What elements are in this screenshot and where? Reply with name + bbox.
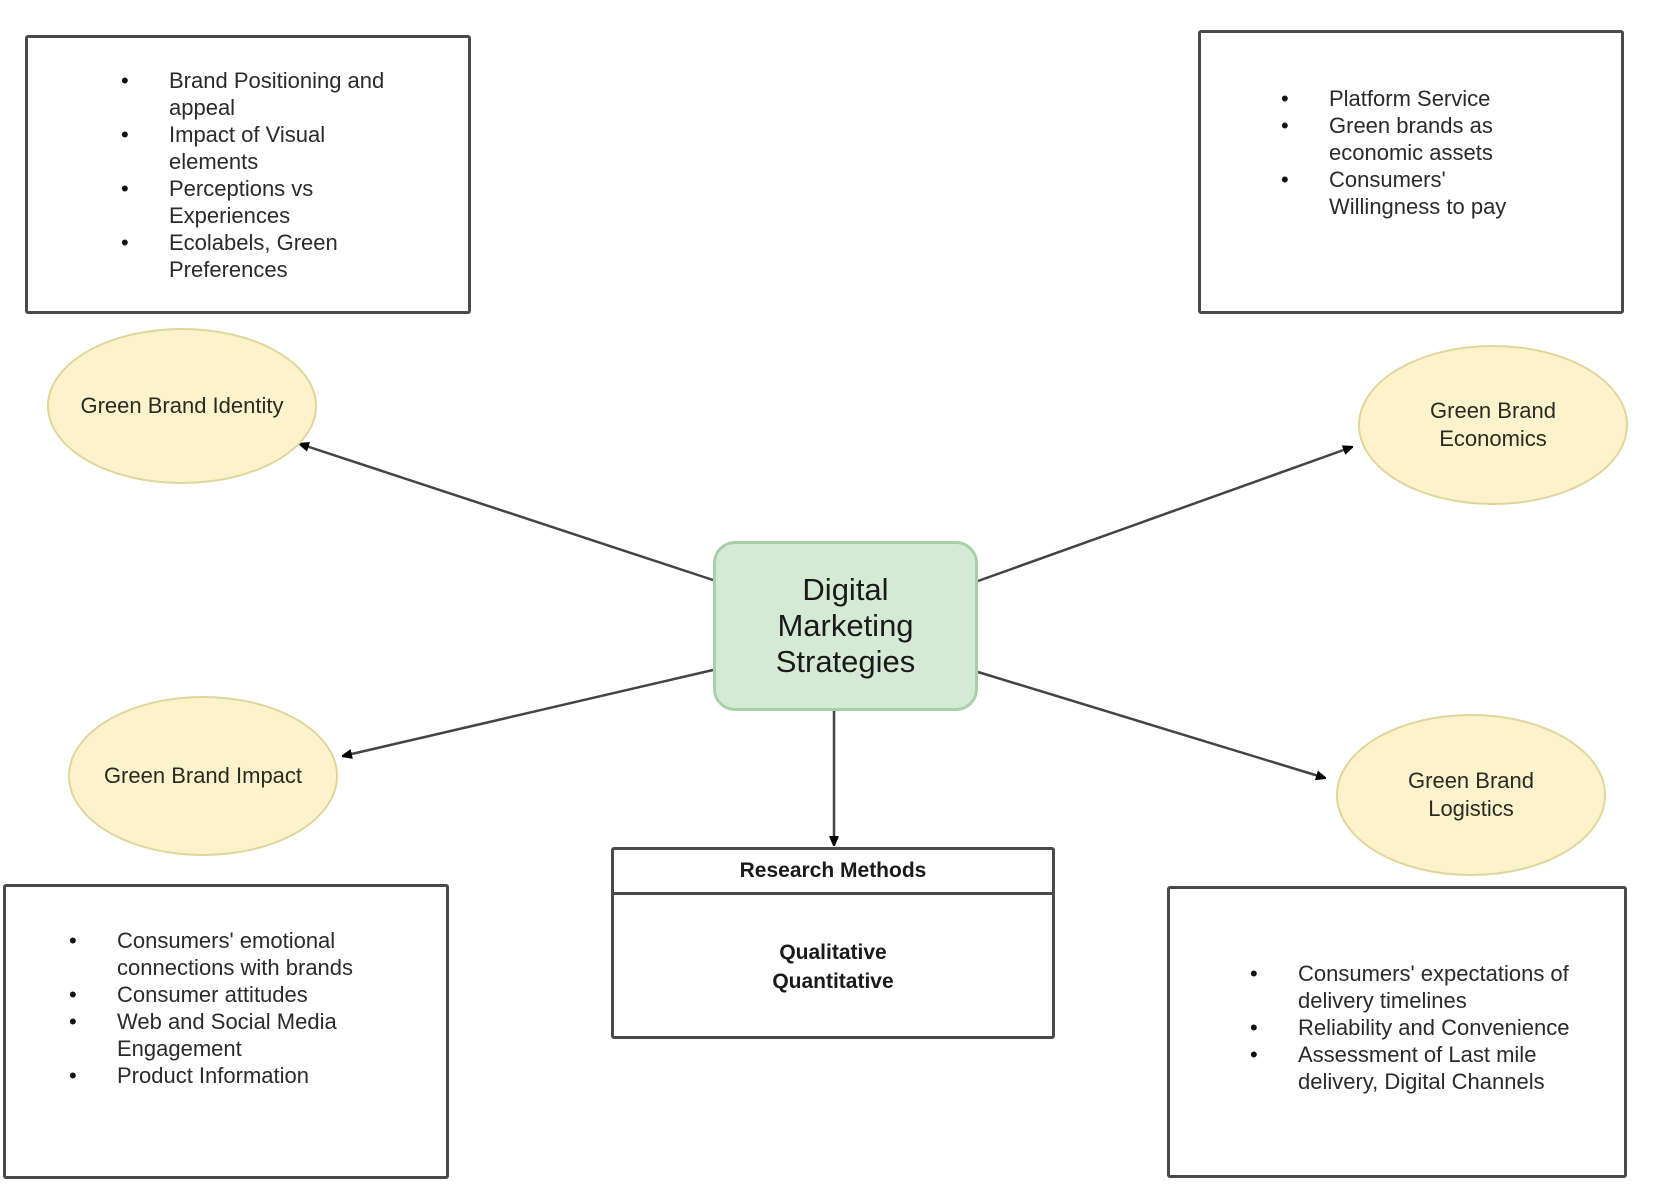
- node-green-brand-logistics: Green Brand Logistics: [1336, 714, 1606, 876]
- list-item: Consumers' emotional connections with br…: [69, 927, 417, 981]
- impact-details-box: Consumers' emotional connections with br…: [3, 884, 449, 1179]
- list-item: Consumer attitudes: [69, 981, 417, 1008]
- list-item: Consumers' Willingness to pay: [1281, 166, 1559, 220]
- arrow-to-economics: [977, 447, 1352, 583]
- list-item: Product Information: [69, 1062, 417, 1089]
- list-item: Reliability and Convenience: [1250, 1014, 1643, 1041]
- list-item: Ecolabels, Green Preferences: [121, 229, 389, 283]
- node-green-brand-identity: Green Brand Identity: [47, 328, 317, 484]
- method-qualitative: Qualitative: [779, 941, 887, 964]
- node-label: Green Brand Logistics: [1408, 768, 1534, 821]
- node-label: Green Brand Impact: [103, 763, 303, 788]
- node-label: Green Brand Identity: [80, 393, 284, 418]
- list-item: Green brands as economic assets: [1281, 112, 1549, 166]
- list-item: Consumers' expectations of delivery time…: [1250, 960, 1643, 1014]
- research-methods-box: Research Methods Qualitative Quantitativ…: [611, 847, 1055, 1039]
- center-node-label: Digital Marketing Strategies: [775, 572, 916, 679]
- economics-details-box: Platform Service Green brands as economi…: [1198, 30, 1624, 314]
- node-green-brand-economics: Green Brand Economics: [1358, 345, 1628, 505]
- research-methods-body: Qualitative Quantitative: [614, 895, 1052, 1039]
- method-quantitative: Quantitative: [772, 970, 894, 993]
- impact-details-list: Consumers' emotional connections with br…: [69, 927, 417, 1089]
- arrow-to-identity: [300, 444, 714, 582]
- node-label: Green Brand Economics: [1430, 398, 1556, 451]
- arrow-to-impact: [343, 668, 714, 756]
- logistics-details-box: Consumers' expectations of delivery time…: [1167, 886, 1627, 1178]
- list-item: Brand Positioning and appeal: [121, 67, 389, 121]
- arrow-to-logistics: [977, 670, 1325, 778]
- economics-details-list: Platform Service Green brands as economi…: [1281, 85, 1559, 220]
- list-item: Platform Service: [1281, 85, 1549, 112]
- list-item: Impact of Visual elements: [121, 121, 369, 175]
- research-methods-title: Research Methods: [614, 850, 1052, 895]
- list-item: Web and Social Media Engagement: [69, 1008, 397, 1062]
- list-item: Assessment of Last mile delivery, Digita…: [1250, 1041, 1608, 1095]
- logistics-details-list: Consumers' expectations of delivery time…: [1250, 960, 1643, 1095]
- center-node-digital-marketing-strategies: Digital Marketing Strategies: [713, 541, 978, 711]
- list-item: Perceptions vs Experiences: [121, 175, 359, 229]
- identity-details-list: Brand Positioning and appeal Impact of V…: [121, 67, 389, 283]
- node-green-brand-impact: Green Brand Impact: [68, 696, 338, 856]
- identity-details-box: Brand Positioning and appeal Impact of V…: [25, 35, 471, 314]
